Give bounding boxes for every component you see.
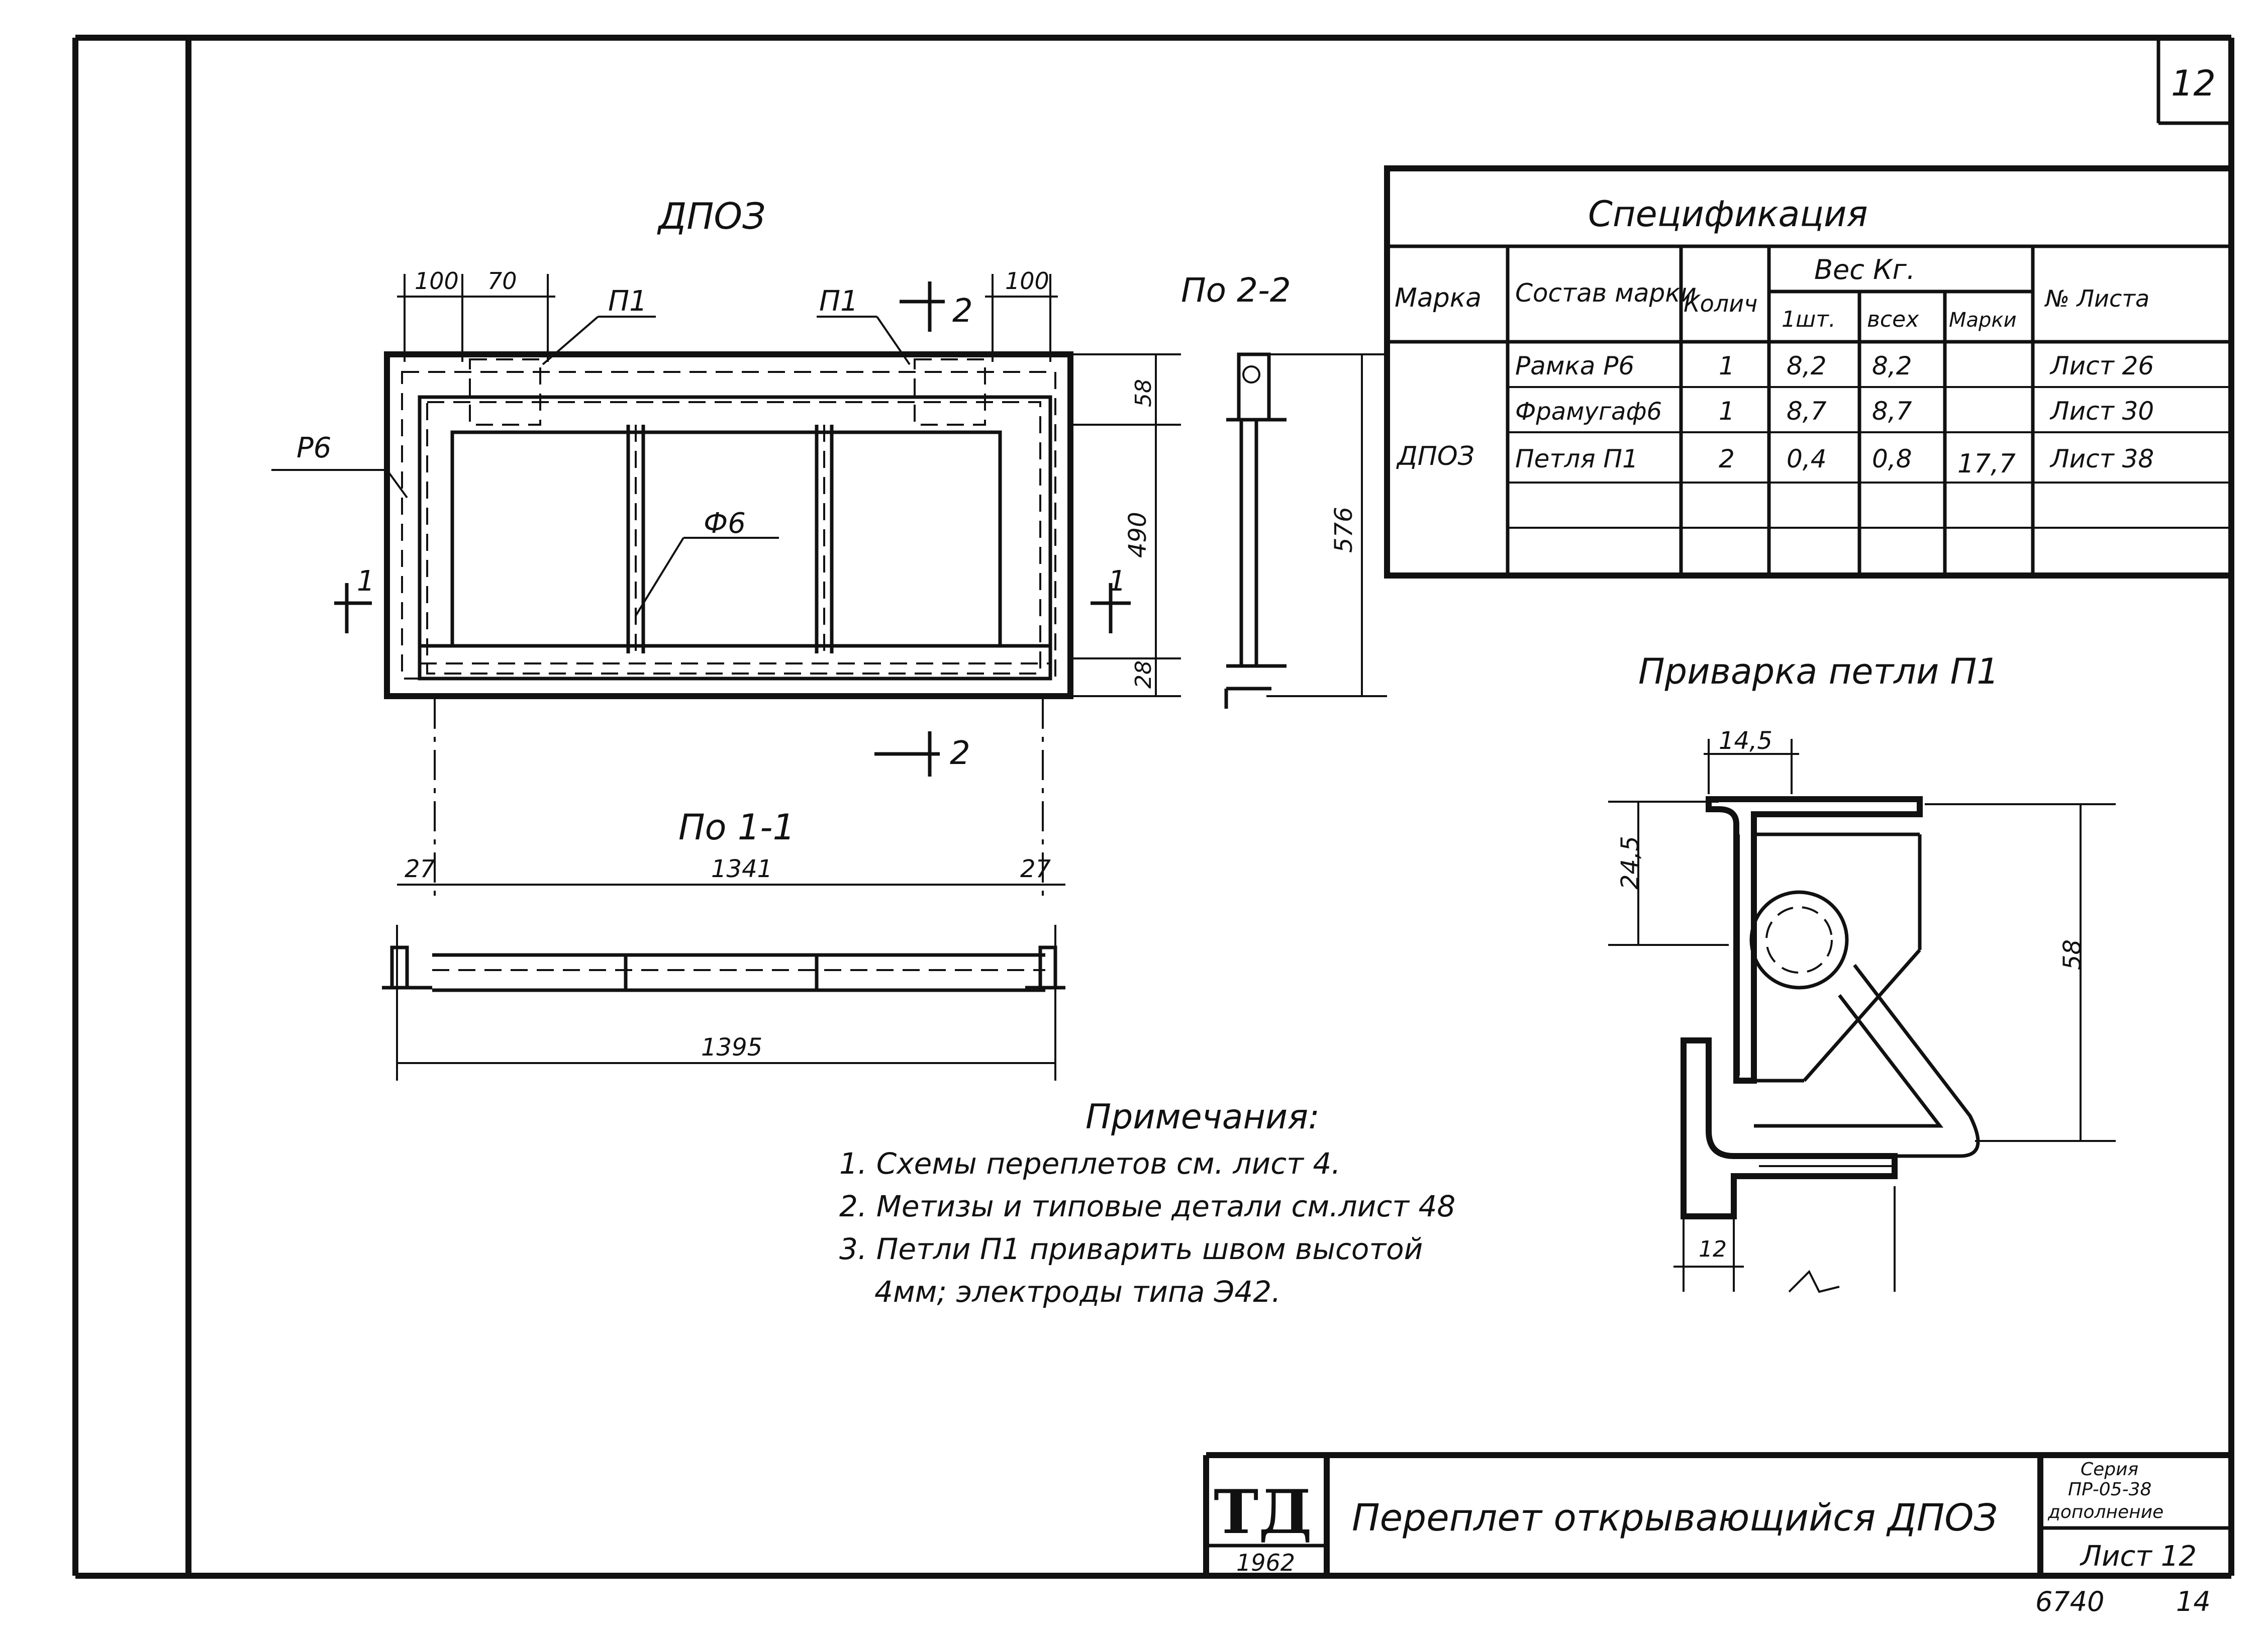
title-name: Переплет открывающийся ДПОЗ — [1352, 1496, 1998, 1540]
dim-1395: 1395 — [701, 1033, 762, 1062]
section-22-title: По 2-2 — [1181, 271, 1291, 310]
spec-header-marka: Марка — [1395, 283, 1482, 313]
spec-row-sheet: Лист 38 — [2049, 444, 2154, 473]
label-p1-left: П1 — [608, 285, 647, 318]
spec-row-w1: 8,2 — [1787, 351, 1827, 380]
front-view-title: ДПОЗ — [657, 195, 765, 237]
notes-title: Примечания: — [1086, 1097, 1320, 1137]
spec-header-kol: Колич — [1684, 290, 1757, 317]
title-series-3: дополнение — [2047, 1502, 2163, 1522]
spec-row: Рамка Р6 1 8,2 8,2 Лист 26 — [1515, 351, 2154, 380]
spec-row-name: Рамка Р6 — [1515, 351, 1634, 380]
spec-header-marki: Марки — [1949, 309, 2017, 332]
dim-top-mid: 70 — [487, 267, 517, 295]
dim-top-right: 100 — [1005, 267, 1049, 295]
cut-mark-1-left: 1 — [357, 565, 375, 598]
spec-row-wall: 8,7 — [1872, 397, 1912, 426]
section-mark-2-bottom: 2 — [950, 735, 970, 772]
label-r6: Р6 — [297, 432, 331, 464]
spec-row: Фрамугаф6 1 8,7 8,7 Лист 30 — [1515, 397, 2154, 426]
title-series-1: Серия — [2081, 1459, 2138, 1480]
weld-detail: Приварка петли П1 14,5 24,5 58 — [1608, 651, 2116, 1293]
spec-row-sheet: Лист 30 — [2049, 397, 2154, 426]
title-year: 1962 — [1236, 1549, 1295, 1576]
dim-1341: 1341 — [711, 855, 772, 883]
section-1-1: По 1-1 27 1341 27 1395 — [382, 807, 1065, 1081]
label-f6: Ф6 — [704, 507, 746, 540]
dim-27-left: 27 — [405, 855, 436, 883]
dim-24-5: 24,5 — [1616, 836, 1644, 890]
spec-row-wall: 0,8 — [1872, 444, 1912, 473]
dim-58-detail: 58 — [2058, 939, 2087, 970]
title-logo: ТД — [1214, 1477, 1312, 1548]
dim-576: 576 — [1330, 507, 1358, 553]
spec-row-w1: 0,4 — [1787, 444, 1827, 473]
spec-title: Спецификация — [1588, 194, 1868, 235]
spec-header-1sht: 1шт. — [1782, 307, 1836, 332]
section-11-title: По 1-1 — [678, 807, 795, 848]
cut-mark-1-right: 1 — [1108, 565, 1126, 598]
label-p1-right: П1 — [819, 285, 858, 318]
section-2-2: По 2-2 576 — [1181, 271, 1387, 709]
note-item: 4мм; электроды типа Э42. — [874, 1275, 1281, 1309]
note-item: 3. Петли П1 приварить швом высотой — [839, 1232, 1423, 1266]
section-mark-2-top: 2 — [952, 293, 973, 330]
spec-marka-weight: 17,7 — [1957, 449, 2016, 479]
spec-row-name: Фрамугаф6 — [1515, 398, 1662, 426]
spec-row-qty: 2 — [1719, 444, 1735, 473]
dim-14-5: 14,5 — [1719, 727, 1772, 755]
dim-27-right: 27 — [1020, 855, 1051, 883]
spec-header-ves: Вес Кг. — [1814, 254, 1915, 285]
spec-row-name: Петля П1 — [1515, 444, 1638, 473]
weld-detail-title: Приварка петли П1 — [1638, 651, 1999, 692]
spec-row-qty: 1 — [1719, 351, 1735, 380]
spec-row-wall: 8,2 — [1872, 351, 1912, 380]
dim-58-front: 58 — [1131, 379, 1156, 407]
spec-header-list: № Листа — [2044, 285, 2149, 312]
spec-header-vseh: всех — [1867, 307, 1919, 332]
spec-marka-value: ДПОЗ — [1396, 441, 1474, 471]
note-item: 1. Схемы переплетов см. лист 4. — [839, 1146, 1341, 1181]
dim-12: 12 — [1699, 1236, 1727, 1262]
spec-row: Петля П1 2 0,4 0,8 Лист 38 — [1515, 444, 2154, 473]
note-item: 2. Метизы и типовые детали см.лист 48 — [839, 1189, 1455, 1223]
corner-sheet-number: 12 — [2171, 63, 2216, 104]
title-block: ТД 1962 Переплет открывающийся ДПОЗ Сери… — [1203, 1452, 2231, 1576]
title-series-2: ПР-05-38 — [2068, 1479, 2151, 1500]
spec-row-sheet: Лист 26 — [2049, 351, 2154, 380]
spec-row-w1: 8,7 — [1787, 397, 1827, 426]
notes: Примечания: 1. Схемы переплетов см. лист… — [839, 1097, 1455, 1309]
dim-top-left: 100 — [415, 267, 459, 295]
title-sheet-label: Лист 12 — [2080, 1540, 2197, 1573]
dim-28-front: 28 — [1131, 660, 1156, 689]
bottom-right-code: 14 — [2176, 1586, 2211, 1617]
spec-row-qty: 1 — [1719, 397, 1735, 426]
dim-490-front: 490 — [1124, 512, 1152, 558]
front-view: ДПОЗ 100 70 100 П1 — [271, 195, 1181, 900]
spec-header-sostav: Состав марки — [1515, 278, 1697, 308]
bottom-left-code: 6740 — [2035, 1586, 2104, 1617]
spec-table: Спецификация Марка Состав марки Колич Ве… — [1384, 165, 2234, 579]
